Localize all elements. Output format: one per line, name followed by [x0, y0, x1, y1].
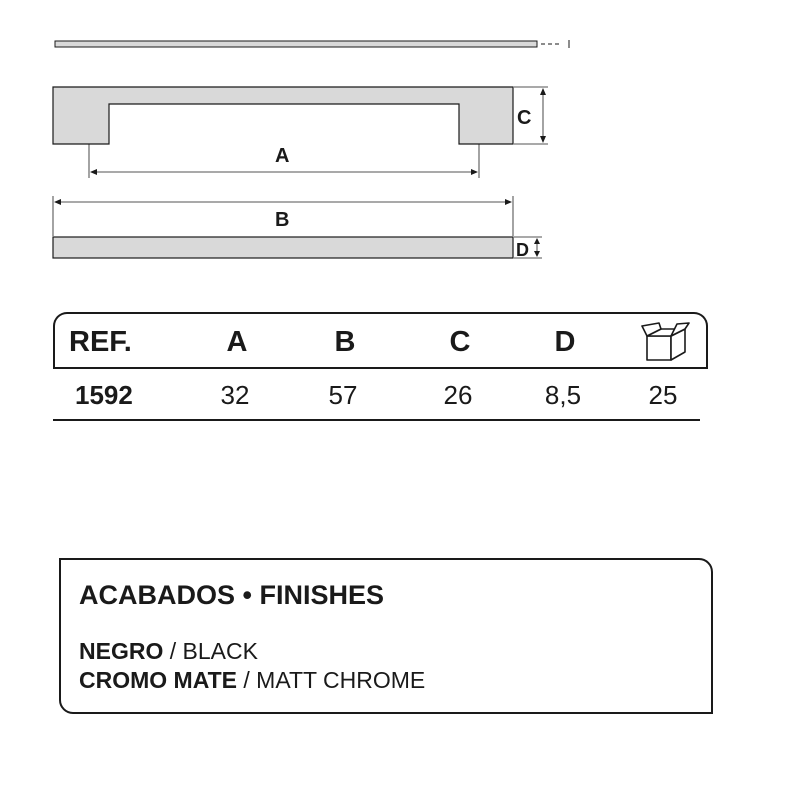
table-bottom-rule — [53, 419, 700, 421]
front-view: C A — [52, 86, 548, 178]
dim-label-b: B — [275, 209, 289, 231]
finish-name: CROMO MATE — [79, 667, 238, 693]
header-c: C — [449, 326, 471, 358]
finish-item: CROMO MATE / MATT CHROME — [79, 667, 425, 694]
header-a: A — [226, 326, 248, 358]
value-ref: 1592 — [75, 380, 133, 410]
finish-name: NEGRO — [79, 638, 164, 664]
finish-translation: / MATT CHROME — [243, 667, 426, 693]
handle-technical-drawing: C A B D — [52, 40, 570, 260]
box-icon — [641, 322, 690, 361]
top-view — [54, 40, 570, 48]
dim-label-d: D — [516, 240, 529, 260]
header-divider — [53, 367, 708, 369]
header-b: B — [334, 326, 356, 358]
value-pack-quantity: 25 — [648, 380, 678, 410]
value-c: 26 — [443, 380, 473, 410]
finish-translation: / BLACK — [169, 638, 258, 664]
value-d: 8,5 — [544, 380, 582, 410]
dim-label-c: C — [517, 107, 531, 129]
finishes-title: ACABADOS • FINISHES — [79, 580, 384, 610]
spec-table-header: REF. A B C D — [53, 312, 708, 368]
side-view: B D — [52, 196, 542, 260]
value-a: 32 — [220, 380, 250, 410]
value-b: 57 — [328, 380, 358, 410]
header-d: D — [554, 326, 576, 358]
spec-table: REF. A B C D 1592 32 57 26 8,5 25 — [53, 312, 708, 421]
dim-label-a: A — [275, 145, 289, 167]
header-ref: REF. — [69, 326, 132, 358]
finish-item: NEGRO / BLACK — [79, 638, 258, 665]
finishes-panel: ACABADOS • FINISHES NEGRO / BLACK CROMO … — [59, 558, 713, 714]
